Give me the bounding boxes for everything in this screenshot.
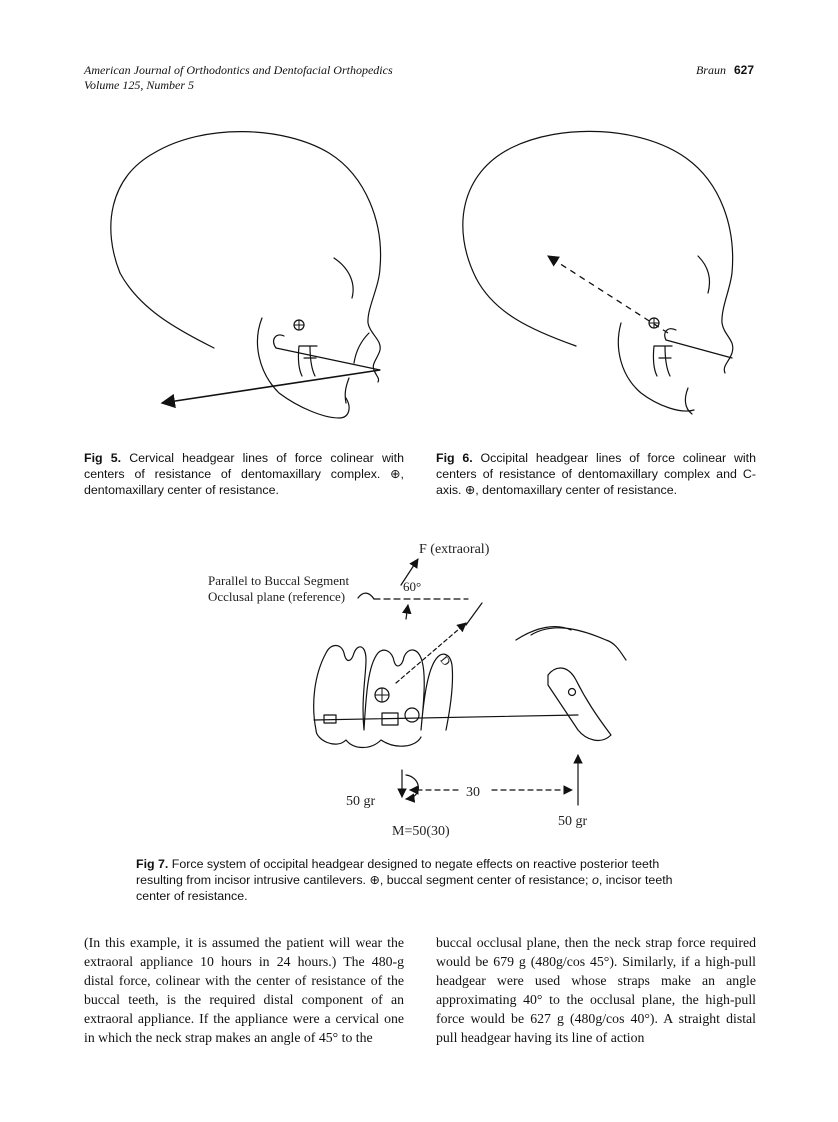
fig7-caption-text-a: Force system of occipital headgear desig… [136,857,660,887]
fig5-molar [297,345,318,377]
fig7-moment-arrow [405,774,419,803]
fig5-illustration [110,131,382,419]
fig6-mandible [617,322,695,412]
running-header-journal: American Journal of Orthodontics and Den… [84,63,393,93]
fig7-angle-label: 60° [403,579,421,594]
fig7-force-label: F (extraoral) [419,542,490,557]
fig7-label-leader [357,592,375,600]
fig5-caption: Fig 5. Cervical headgear lines of force … [84,450,404,498]
fig6-molar [652,345,673,377]
fig6-skull-outline [462,130,734,374]
fig7-caption-label: Fig 7. [136,857,169,871]
fig7-incisor-crown [547,667,612,742]
fig6-chin [684,387,693,415]
fig6-caption-text: Occipital headgear lines of force coline… [436,451,756,497]
fig6-caption: Fig 6. Occipital headgear lines of force… [436,450,756,498]
fig7-bracket-1 [323,714,337,724]
fig7-line-of-action [465,602,483,626]
fig7-right-force-label: 50 gr [558,814,588,829]
fig7-angle-arrow [402,604,412,620]
fig7-molar-roots [315,729,422,749]
fig7-left-force-label: 50 gr [346,794,376,809]
fig5-skull-outline [110,131,382,383]
fig5-hook [272,334,285,349]
running-header-page: Braun 627 [696,63,754,78]
fig7-distance-label: 30 [466,785,480,800]
journal-volume: Volume 125, Number 5 [84,78,194,92]
fig7-archwire [313,714,579,721]
fig7-caption-text-b: , incisor teeth center of resistance. [136,873,673,903]
fig7-moment-label: M=50(30) [392,824,450,839]
body-column-left: (In this example, it is assumed the pati… [84,935,404,1045]
fig7-d-dimension [395,622,467,684]
fig7-occlusal-label: Occlusal plane (reference) [208,589,345,604]
body-column-right: buccal occlusal plane, then the neck str… [436,935,756,1045]
fig7-caption: Fig 7. Force system of occipital headgea… [136,856,706,904]
fig7-extraoral-force [400,558,419,586]
fig6-hook [664,328,677,341]
fig6-skull-base [475,277,577,347]
fig7-tube [404,707,420,723]
fig5-mandible [256,317,350,419]
fig6-force-line [547,255,669,334]
fig5-caption-label: Fig 5. [84,451,122,465]
author-name: Braun [695,63,726,77]
fig5-caption-text: Cervical headgear lines of force colinea… [84,451,404,497]
fig6-illustration [462,130,734,415]
fig5-force-line [160,369,381,409]
fig5-face-line [353,332,370,364]
fig6-ear [697,255,711,294]
fig5-skull-base [119,272,215,349]
journal-title: American Journal of Orthodontics and Den… [84,63,393,77]
fig5-ear [333,257,354,299]
fig5-chin [344,377,350,404]
fig7-bracket-2 [381,712,399,726]
page-number: 627 [733,63,754,77]
fig7-molar-crowns [313,644,454,731]
fig7-parallel-label: Parallel to Buccal Segment [208,573,350,588]
fig6-wire [665,339,733,359]
fig7-incisor-center-of-resistance [567,687,577,697]
fig6-caption-label: Fig 6. [436,451,473,465]
fig7-caption-o: o [591,873,599,887]
fig7-incisor-outline [515,626,627,661]
fig5-wire [275,347,381,371]
fig7-illustration: F (extraoral) Parallel to Buccal Segment… [208,542,627,839]
